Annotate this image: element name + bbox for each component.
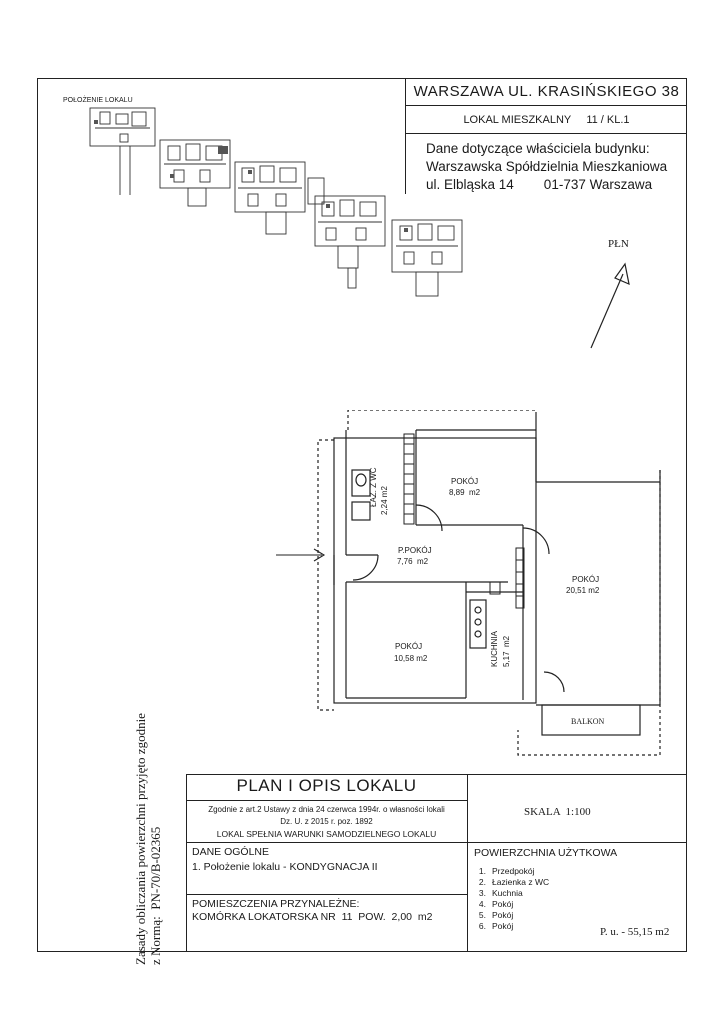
room3-area: 10,58 m2: [394, 654, 428, 663]
room3-label: POKÓJ: [395, 642, 423, 651]
plan-description-box: [186, 774, 687, 952]
unit-row: LOKAL MIESZKALNY 11 / KL.1: [406, 106, 687, 134]
list-item: 5.Pokój: [478, 910, 514, 920]
address-text: WARSZAWA UL. KRASIŃSKIEGO 38: [413, 83, 680, 100]
side-note-2: z Normą: PN-70/B-02365: [148, 826, 163, 965]
appurtenant-item: KOMÓRKA LOKATORSKA NR 11 POW. 2,00 m2: [192, 911, 433, 923]
drawing-frame: [37, 78, 687, 952]
balcony-label: BALKON: [571, 717, 605, 726]
bath-label: ŁAZ. Z WC: [369, 467, 378, 507]
list-item: 4.Pokój: [478, 899, 514, 909]
north-label: PŁN: [608, 238, 629, 250]
north-arrow-icon: [590, 262, 630, 349]
unit-text: LOKAL MIESZKALNY 11 / KL.1: [463, 113, 630, 126]
appurtenant-heading: POMIESZCZENIA PRZYNALEŻNE:: [192, 898, 360, 910]
general-item: 1. Położenie lokalu - KONDYGNACJA II: [192, 861, 378, 873]
scale-label: SKALA 1:100: [524, 806, 591, 818]
legal-line-2: Dz. U. z 2015 r. poz. 1892: [280, 817, 373, 826]
building-segment-1: [89, 107, 156, 147]
room2-area: 20,51 m2: [566, 586, 600, 595]
building-segment-5: [391, 219, 463, 297]
list-item: 6.Pokój: [478, 921, 514, 931]
header-block: WARSZAWA UL. KRASIŃSKIEGO 38 LOKAL MIESZ…: [405, 78, 687, 194]
kitchen-label: KUCHNIA: [490, 630, 499, 667]
owner-line-2: Warszawska Spółdzielnia Mieszkaniowa: [426, 159, 668, 174]
legal-line-1: Zgodnie z art.2 Ustawy z dnia 24 czerwca…: [208, 805, 445, 814]
general-heading: DANE OGÓLNE: [192, 846, 270, 858]
owner-block: Dane dotyczące właściciela budynku: Wars…: [406, 134, 687, 194]
list-item: 1.Przedpokój: [478, 866, 535, 876]
floor-plan: [276, 410, 661, 756]
hall-label: P.POKÓJ: [398, 546, 432, 555]
building-segment-4: [314, 195, 386, 289]
room1-label: POKÓJ: [451, 477, 479, 486]
side-note-1: Zasady obliczania powierzchni przyjęto z…: [133, 713, 148, 965]
usable-heading: POWIERZCHNIA UŻYTKOWA: [474, 847, 618, 859]
kitchen-area: 5,17 m2: [502, 635, 511, 667]
room1-area: 8,89 m2: [449, 488, 481, 497]
building-segment-3: [234, 161, 325, 235]
legal-line-3: LOKAL SPEŁNIA WARUNKI SAMODZIELNEGO LOKA…: [216, 829, 437, 839]
room2-label: POKÓJ: [572, 575, 600, 584]
location-label: POŁOŻENIE LOKALU: [63, 97, 133, 104]
hall-area: 7,76 m2: [397, 557, 429, 566]
bath-area: 2,24 m2: [380, 486, 389, 515]
usable-total: P. u. - 55,15 m2: [600, 926, 670, 938]
site-plan-drawing: [89, 107, 463, 297]
list-item: 3.Kuchnia: [478, 888, 523, 898]
owner-line-3: ul. Elbląska 14 01-737 Warszawa: [426, 177, 653, 192]
building-segment-2: [119, 139, 231, 207]
address-row: WARSZAWA UL. KRASIŃSKIEGO 38: [406, 78, 687, 106]
owner-line-1: Dane dotyczące właściciela budynku:: [426, 141, 650, 156]
plan-title: PLAN I OPIS LOKALU: [236, 776, 417, 795]
list-item: 2.Łazienka z WC: [478, 877, 550, 887]
usable-list: 1.Przedpokój 2.Łazienka z WC 3.Kuchnia 4…: [474, 866, 549, 932]
